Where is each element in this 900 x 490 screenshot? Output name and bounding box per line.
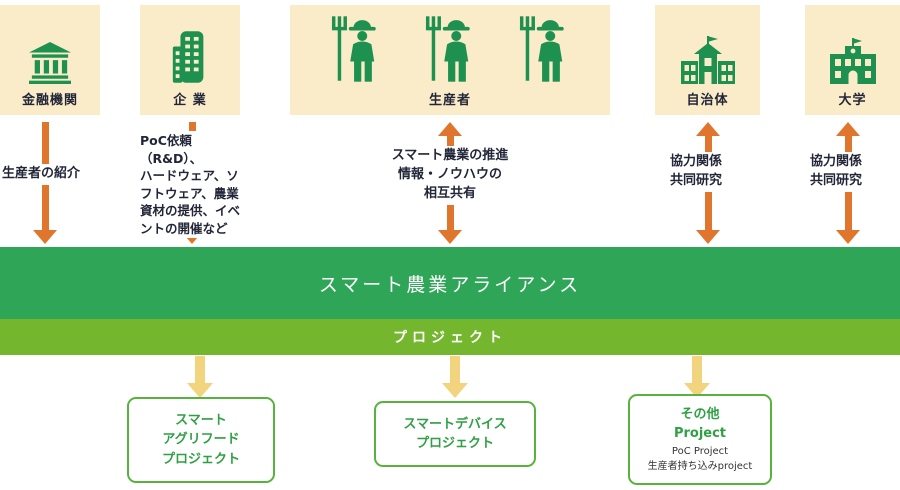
arrow-shaft [450,356,460,383]
stakeholder-box-producers: 生産者 [290,5,610,115]
alliance-title: スマート農業アライアンス [318,273,582,296]
arrow-head-down [836,230,860,244]
stakeholder-box-university: 大学 [805,5,900,115]
arrow-yellow-agrifood [187,356,213,398]
arrow-head-down [187,383,213,398]
stakeholder-label-company: 企 業 [173,93,207,108]
project-title-device: スマートデバイス プロジェクト [403,416,507,452]
alliance-band: スマート農業アライアンス [0,247,900,319]
project-subitem-producer: 生産者持ち込みproject [647,461,753,472]
arrow-head-down [442,383,468,398]
university-icon [829,38,876,84]
arrow-yellow-other [684,356,710,398]
arrow-head-up [836,122,860,136]
farmer-icons-group [331,14,569,84]
stakeholder-label-financial: 金融機関 [21,93,78,108]
arrow-shaft [195,356,205,383]
arrow-yellow-device [442,356,468,398]
arrow-head-down [438,230,462,244]
project-box-other: その他 Project PoC Project 生産者持ち込みproject [628,394,772,485]
stakeholder-label-producers: 生産者 [428,93,471,108]
bank-icon [29,42,71,84]
flow-label-university: 協力関係 共同研究 [808,152,865,192]
stakeholder-label-municipality: 自治体 [686,93,729,108]
arrow-head-down [33,230,57,244]
stakeholder-box-company: 企 業 [140,5,240,115]
project-title-other: その他 Project [673,406,727,442]
project-band-title: プロジェクト [393,330,507,346]
stakeholder-label-university: 大学 [838,93,867,108]
project-band: プロジェクト [0,319,900,355]
flow-label-financial: 生産者の紹介 [0,164,83,185]
flow-label-company: PoC依頼（R&D）、 ハードウェア、ソ フトウェア、農業 資材の提供、イベ ン… [138,131,252,238]
town-hall-icon [680,36,735,84]
flow-label-producers: スマート農業の推進 情報・ノウハウの 相互共有 [352,146,548,205]
flow-label-municipality: 協力関係 共同研究 [668,152,725,192]
arrow-shaft [692,356,702,383]
project-box-agrifood: スマート アグリフード プロジェクト [127,397,275,483]
arrow-head-down [696,230,720,244]
arrow-head-up [438,122,462,136]
project-subitem-poc: PoC Project [671,445,729,457]
office-building-icon [172,31,204,83]
farmer-icon [331,16,376,82]
project-box-device: スマートデバイス プロジェクト [374,401,536,467]
stakeholder-box-municipality: 自治体 [655,5,760,115]
arrow-head-up [696,122,720,136]
project-title-agrifood: スマート アグリフード プロジェクト [161,412,240,467]
farmer-icon [519,16,564,82]
farmer-icon [425,16,470,82]
stakeholder-box-financial: 金融機関 [0,5,100,115]
